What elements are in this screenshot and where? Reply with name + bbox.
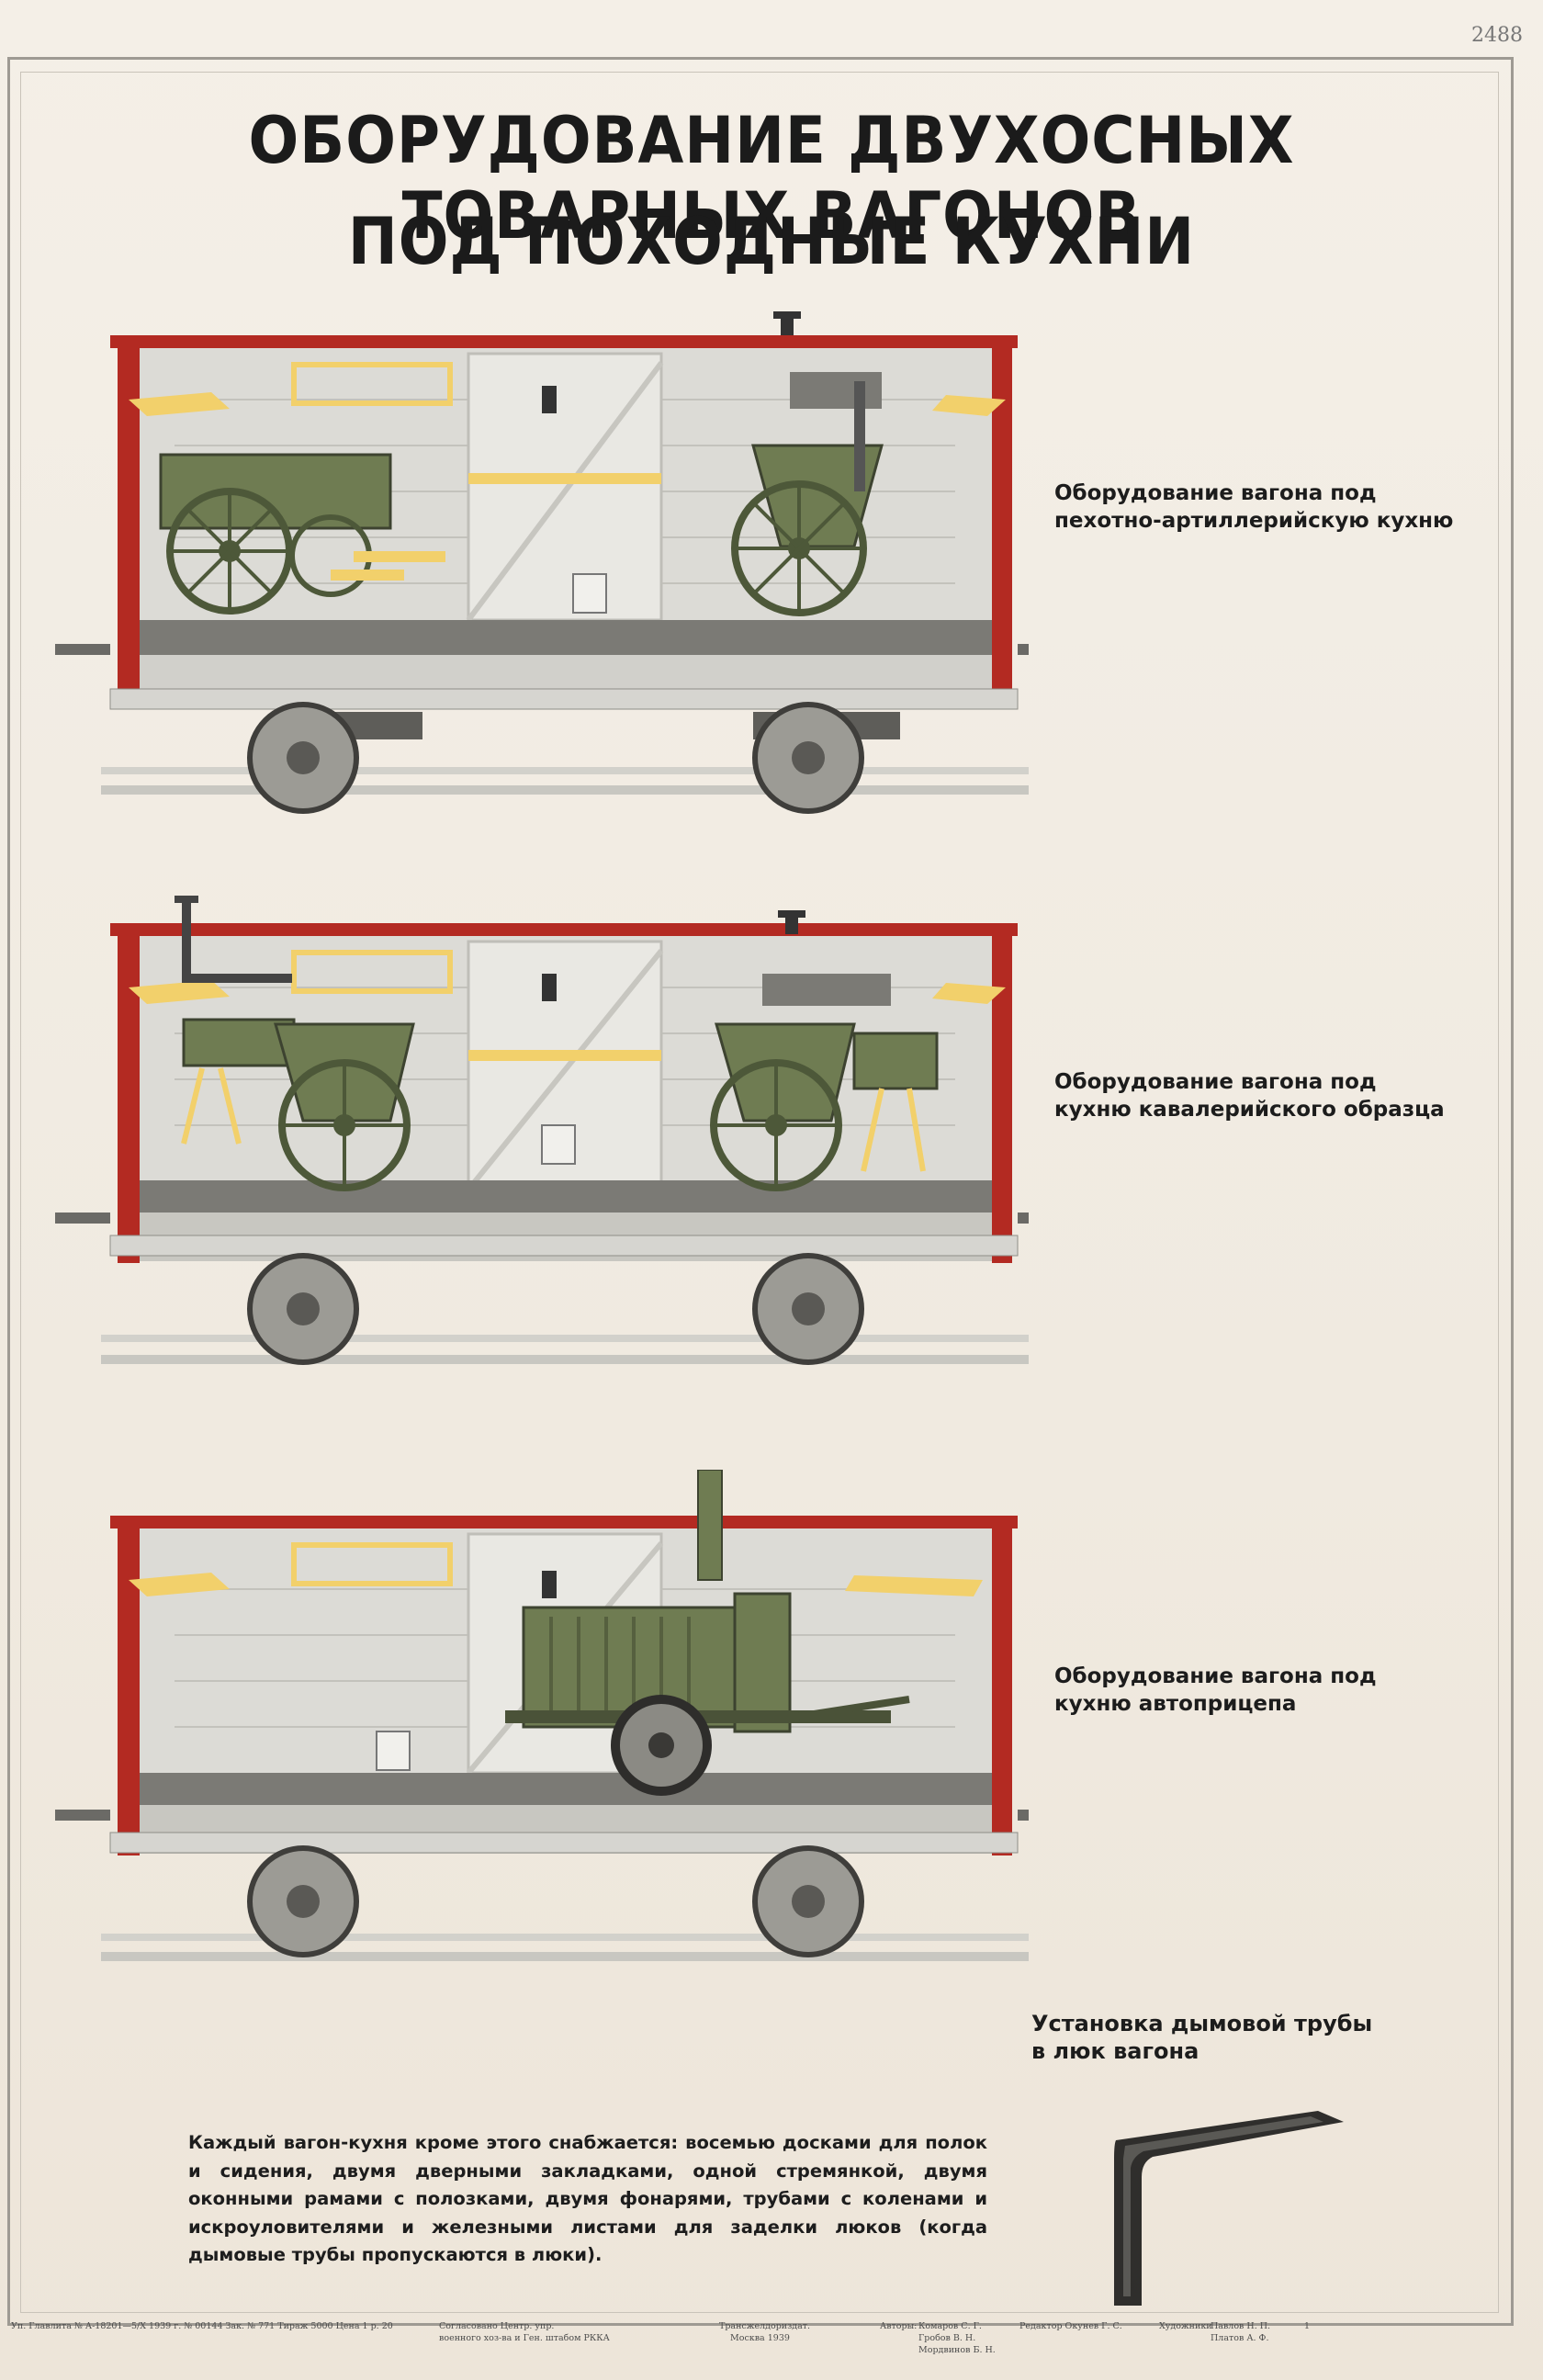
footer-author-3: Мордвинов Б. Н.: [918, 2345, 996, 2355]
chimney-caption-line2: в люк вагона: [1031, 2038, 1199, 2064]
wagon2-caption: Оборудование вагона под кухню кавалерийс…: [1054, 1068, 1486, 1123]
imprint-footer: Уп. Главлита № А-18201—5/X 1939 г. № 001…: [0, 2318, 1543, 2374]
wagon2-caption-line1: Оборудование вагона под: [1054, 1070, 1377, 1094]
wagon1-caption-line2: пехотно-артиллерийскую кухню: [1054, 509, 1454, 533]
wagon3-caption-line2: кухню автоприцепа: [1054, 1692, 1297, 1716]
chimney-caption: Установка дымовой трубы в люк вагона: [1031, 2010, 1463, 2065]
footer-publisher: Трансжелдориздат.: [719, 2321, 811, 2331]
outer-frame: [7, 57, 1514, 2326]
footer-artists-label: Художники: [1159, 2321, 1212, 2331]
footer-approval-line2: военного хоз-ва и Ген. штабом РККА: [439, 2333, 610, 2343]
footer-artist-2: Платов А. Ф.: [1211, 2333, 1269, 2343]
wagon3-caption: Оборудование вагона под кухню автоприцеп…: [1054, 1663, 1486, 1718]
footer-printing: Уп. Главлита № А-18201—5/X 1939 г. № 001…: [11, 2321, 393, 2331]
footer-number: 1: [1304, 2321, 1311, 2331]
wagon3-caption-line1: Оборудование вагона под: [1054, 1664, 1377, 1688]
sheet-number: 2488: [1471, 24, 1523, 47]
wagon-illustration-2: [55, 896, 1029, 1365]
footer-author-1: Комаров С. Г.: [918, 2321, 982, 2331]
wagon1-caption: Оборудование вагона под пехотно-артиллер…: [1054, 479, 1486, 535]
chimney-pipe-illustration: [1114, 2111, 1344, 2306]
footer-city-year: Москва 1939: [730, 2333, 790, 2343]
equipment-description: Каждый вагон-кухня кроме этого снабжаетс…: [188, 2132, 987, 2265]
wagon-illustration-3: [55, 1470, 1029, 1961]
wagon-illustration-1: [55, 311, 1029, 814]
wagon-trailer-kitchen: [28, 1470, 1029, 1984]
chimney-caption-line1: Установка дымовой трубы: [1031, 2011, 1373, 2036]
footer-approval-line1: Согласовано Центр. упр.: [439, 2321, 555, 2331]
footer-artist-1: Павлов Н. П.: [1211, 2321, 1271, 2331]
wagon1-caption-line1: Оборудование вагона под: [1054, 481, 1377, 505]
footer-author-2: Гробов В. Н.: [918, 2333, 976, 2343]
footer-authors-label: Авторы:: [880, 2321, 918, 2331]
poster-title-line2: ПОД ПОХОДНЫЕ КУХНИ: [347, 204, 1196, 279]
wagon-infantry-artillery-kitchen: [28, 308, 1029, 822]
wagon-cavalry-kitchen: [28, 896, 1029, 1410]
inner-frame: [20, 72, 1499, 2313]
poster-title-line1: ОБОРУДОВАНИЕ ДВУХОСНЫХ ТОВАРНЫХ ВАГОНОВ: [248, 103, 1295, 254]
footer-editor: Редактор Окунев Г. С.: [1019, 2321, 1122, 2331]
wagon2-caption-line2: кухню кавалерийского образца: [1054, 1098, 1445, 1122]
